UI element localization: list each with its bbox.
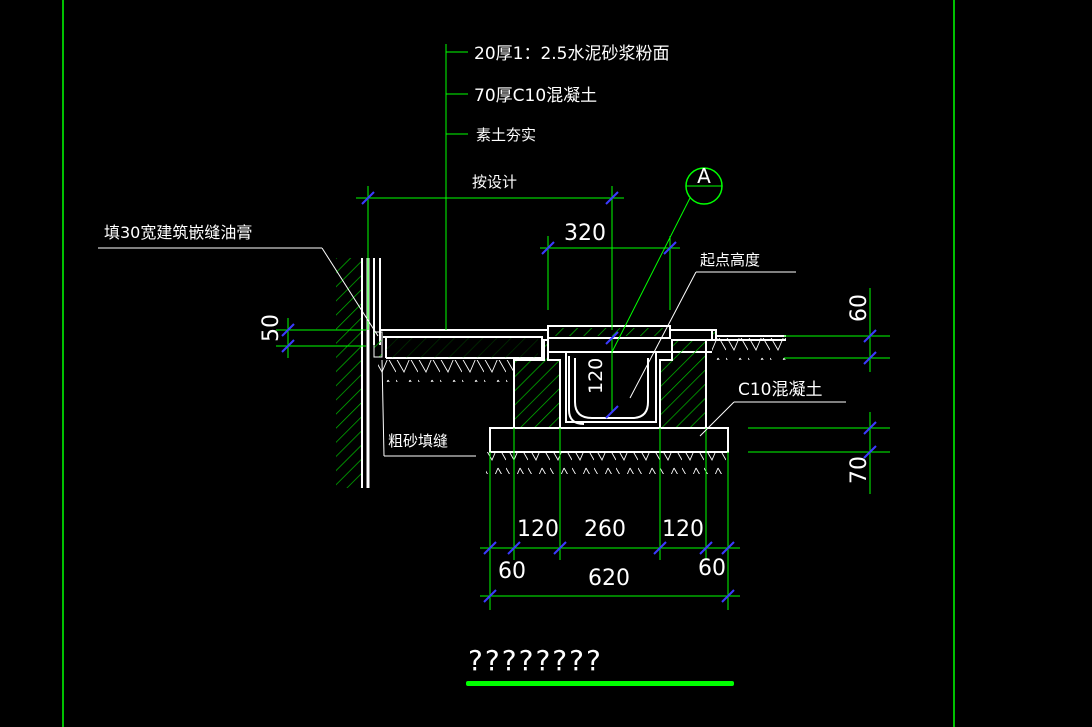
dim-70-right: 70: [847, 456, 872, 484]
dim-bottom-120-left: 120: [517, 517, 559, 542]
channel-structure: [489, 325, 786, 453]
dim-120-vertical: 120: [585, 358, 607, 394]
dim-bottom-620: 620: [588, 566, 630, 591]
left-slab: [380, 329, 712, 359]
callout-layer2: 70厚C10混凝土: [474, 86, 597, 106]
section-marker-label: A: [697, 164, 711, 188]
dim-bottom-60-left: 60: [498, 559, 526, 584]
drawing-title: ????????: [468, 644, 603, 677]
callout-layer1: 20厚1：2.5水泥砂浆粉面: [474, 44, 669, 64]
callout-layer3: 素土夯实: [476, 126, 536, 144]
left-wall: [336, 258, 383, 488]
drawing-frame: [62, 0, 955, 727]
dimension-ticks: [281, 191, 877, 603]
callout-coarse-sand: 粗砂填缝: [388, 432, 448, 450]
dim-50: 50: [259, 314, 284, 342]
soil-hatch: [378, 338, 786, 474]
dim-bottom-60-right: 60: [698, 556, 726, 581]
title-underline: [466, 681, 734, 686]
callout-concrete: C10混凝土: [738, 380, 823, 400]
dim-60-right: 60: [847, 294, 872, 322]
dim-bottom-120-right: 120: [662, 517, 704, 542]
callout-design: 按设计: [472, 173, 517, 191]
callout-joint-fill: 填30宽建筑嵌缝油膏: [104, 223, 252, 242]
dim-bottom-260: 260: [584, 517, 626, 542]
dim-320: 320: [564, 221, 606, 246]
section-marker: A: [685, 164, 723, 205]
callout-leaders: [98, 247, 846, 457]
callout-start-height: 起点高度: [700, 251, 760, 269]
